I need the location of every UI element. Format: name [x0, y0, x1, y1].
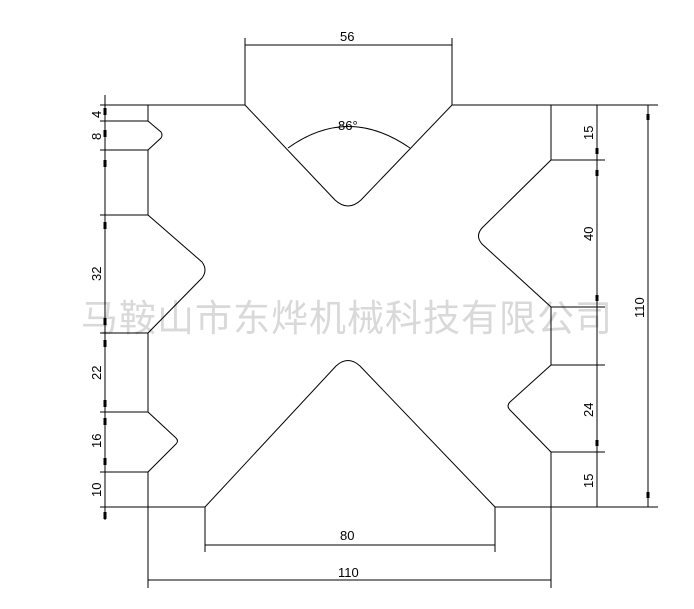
part-outline [147, 104, 552, 508]
dim-right-2: 40 [581, 227, 596, 241]
dim-left-2: 8 [89, 133, 104, 140]
dim-left-5: 16 [89, 434, 104, 448]
dim-right-1: 15 [581, 126, 596, 140]
dim-bottom-total: 110 [338, 565, 359, 580]
dim-left-6: 10 [89, 483, 104, 497]
dimension-lines [104, 44, 649, 581]
extension-lines [100, 38, 658, 588]
dim-right-4: 15 [581, 474, 596, 488]
dim-left-3: 32 [89, 267, 104, 281]
dim-left-1: 4 [89, 111, 104, 118]
dim-right-total: 110 [632, 297, 647, 318]
dim-right-3: 24 [581, 403, 596, 417]
dim-left-4: 22 [89, 366, 104, 380]
dim-top-width: 56 [340, 29, 354, 44]
dim-angle: 86° [338, 118, 358, 133]
dimension-ticks [103, 108, 650, 519]
dim-bottom-inner: 80 [340, 528, 354, 543]
watermark: 马鞍山市东烨机械科技有限公司 [81, 297, 613, 340]
